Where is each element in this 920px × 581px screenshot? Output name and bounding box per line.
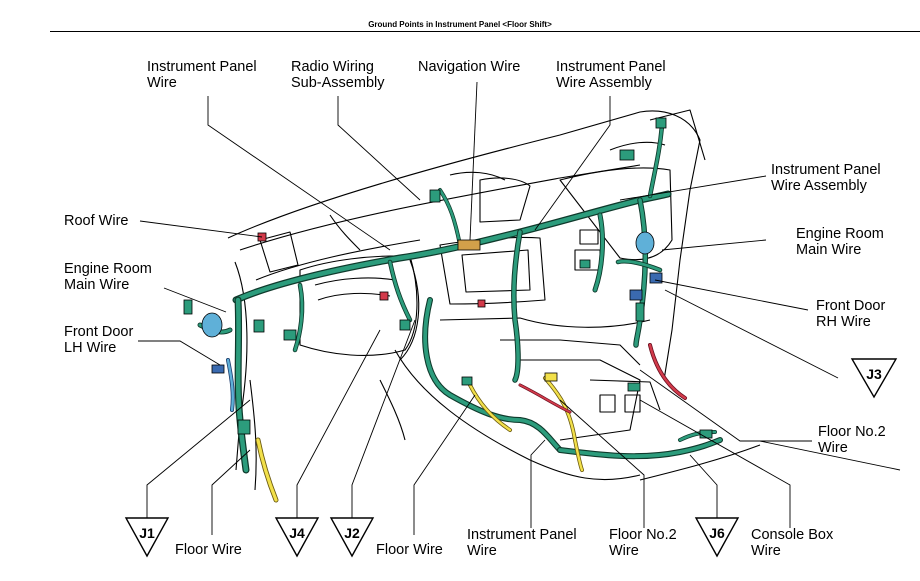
junction-J1-label: J1 xyxy=(139,525,155,541)
junction-J1: J1 xyxy=(124,517,170,558)
leader-lines xyxy=(138,81,901,535)
junction-J4: J4 xyxy=(274,517,320,558)
dashboard-outline xyxy=(227,109,761,491)
label-roof-wire: Roof Wire xyxy=(64,213,129,229)
junction-J6-label: J6 xyxy=(709,525,725,541)
junction-J3: J3 xyxy=(850,358,898,399)
label-floor-wire-2: Floor Wire xyxy=(376,542,443,558)
junction-J2-label: J2 xyxy=(344,525,360,541)
junction-J2: J2 xyxy=(329,517,375,558)
diagram-title: Ground Points in Instrument Panel <Floor… xyxy=(368,20,552,29)
connectors xyxy=(183,117,713,439)
label-navigation-wire: Navigation Wire xyxy=(418,59,521,75)
label-floor-wire-1: Floor Wire xyxy=(175,542,242,558)
secondary-harness xyxy=(226,343,687,503)
junction-J6: J6 xyxy=(694,517,740,558)
title-rule xyxy=(50,31,920,32)
main-harness xyxy=(197,122,723,474)
junction-J3-label: J3 xyxy=(866,366,882,382)
junction-J4-label: J4 xyxy=(289,525,305,541)
